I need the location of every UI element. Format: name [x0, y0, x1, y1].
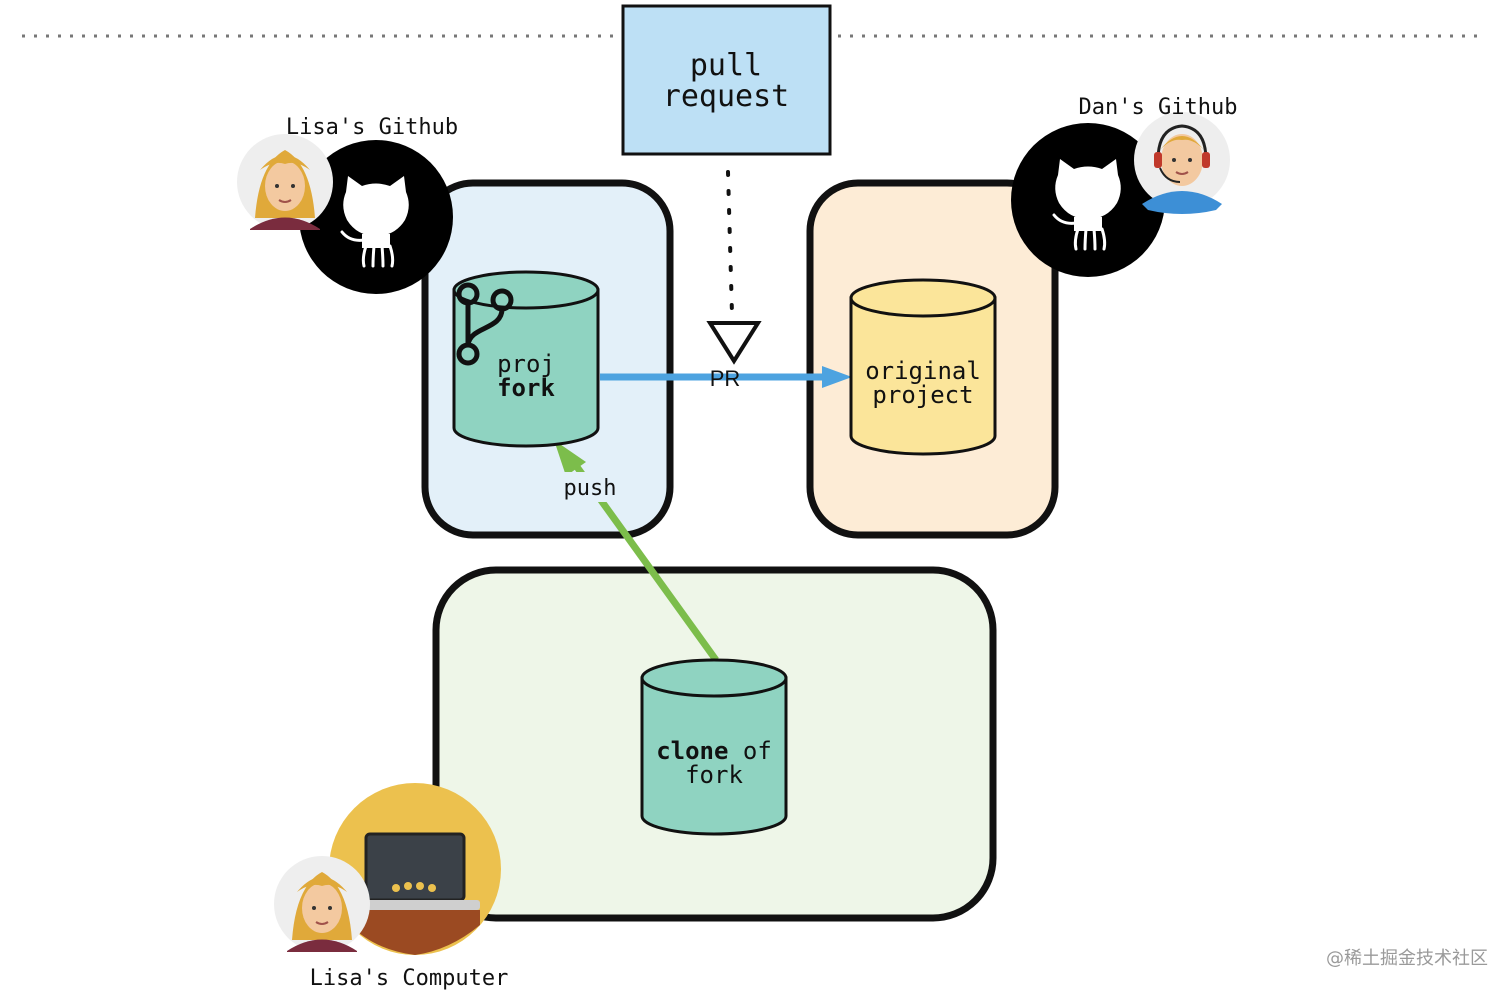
dan-avatar [1134, 112, 1230, 214]
lisa-github-octocat-icon [299, 140, 453, 294]
git-branch-icon [456, 282, 514, 366]
pr-arrow [600, 366, 852, 388]
pull-request-line1: pull [690, 48, 762, 83]
lisa-github-label: Lisa's Github [286, 115, 458, 140]
lisa-avatar [237, 134, 333, 230]
original-repo-cylinder: original project [849, 278, 997, 456]
laptop-icon [329, 783, 501, 955]
fork-repo-line1: proj [497, 350, 555, 378]
clone-repo-line2: fork [685, 761, 743, 789]
watermark: @稀土掘金技术社区 [1326, 948, 1488, 969]
clone-repo-cylinder: clone of fork [640, 658, 788, 836]
clone-repo-line1-bold: clone [656, 737, 728, 765]
original-repo-line2: project [872, 381, 973, 409]
dan-github-label: Dan's Github [1079, 95, 1238, 120]
fork-repo-cylinder: proj fork [452, 270, 600, 448]
clone-repo-line1: clone of [656, 737, 772, 765]
pull-request-box: pull request [621, 4, 832, 156]
push-label-bg [556, 472, 622, 502]
push-arrow-label: push [564, 476, 617, 501]
pr-merge-triangle [706, 321, 762, 365]
fork-repo-line2: fork [497, 374, 555, 402]
original-repo-line1: original [865, 357, 981, 385]
pr-arrow-label: PR [710, 366, 741, 391]
lisa-computer-label: Lisa's Computer [310, 966, 509, 991]
lisa-computer-avatar [274, 856, 370, 952]
pr-dotted-connector [726, 170, 734, 316]
pull-request-line2: request [663, 79, 789, 114]
dan-github-octocat-icon [1011, 123, 1165, 277]
clone-repo-line1-rest: of [728, 737, 771, 765]
